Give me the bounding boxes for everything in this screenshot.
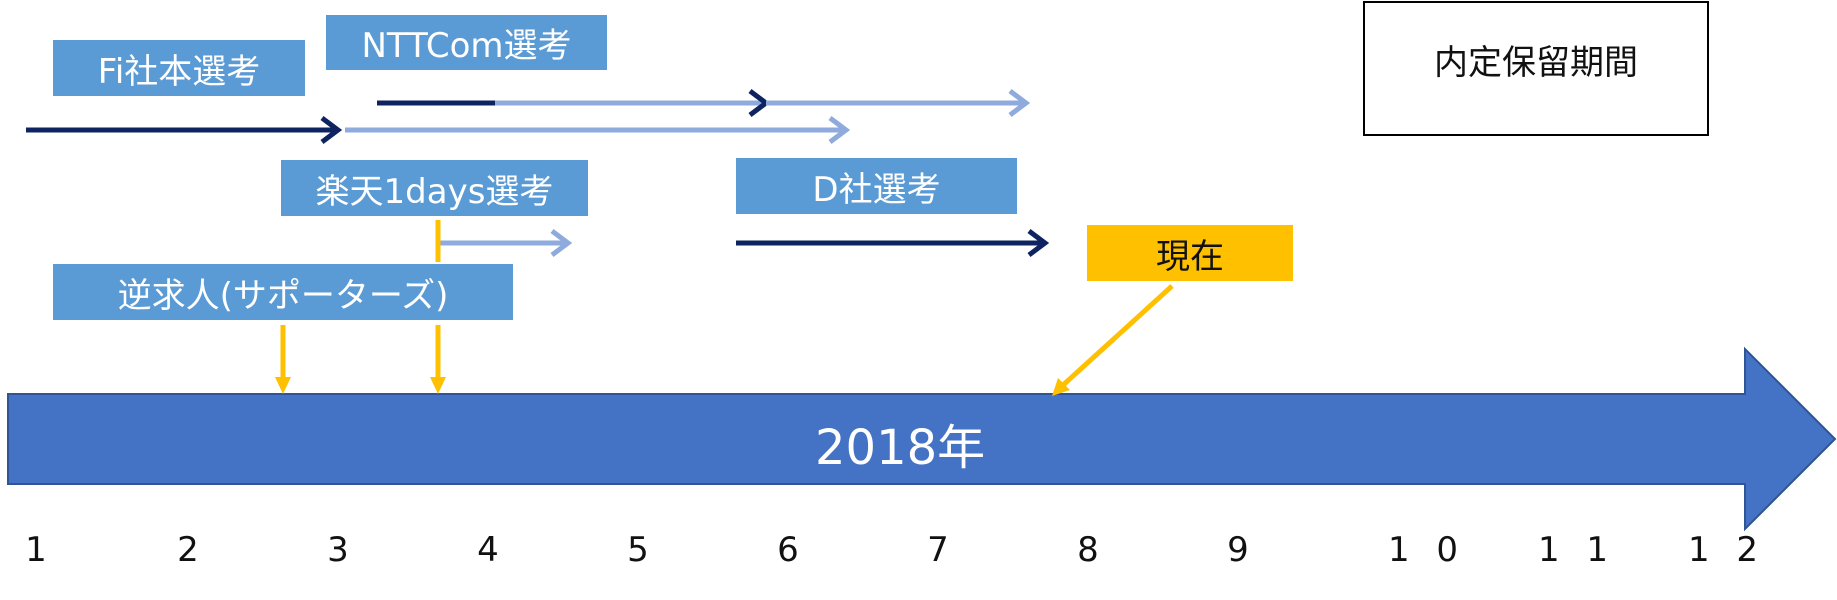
rakuten-box: 楽天1days選考 (281, 160, 588, 216)
legend-box: 内定保留期間 (1363, 1, 1709, 136)
month-label-3: 3 (327, 530, 357, 570)
dsha-selection-arrow (736, 229, 1050, 257)
gyaku-marker (275, 325, 291, 394)
month-label-7: 7 (927, 530, 957, 570)
nttcom-label: NTTCom選考 (361, 26, 572, 66)
rakuten-hold-arrow (438, 229, 573, 257)
month-label-10: 1 0 (1387, 530, 1467, 570)
gyaku-label: 逆求人(サポーターズ) (117, 275, 449, 316)
dsha-box: D社選考 (736, 158, 1017, 214)
genzai-box: 現在 (1087, 225, 1293, 281)
gyaku-box: 逆求人(サポーターズ) (53, 264, 513, 320)
month-label-8: 8 (1077, 530, 1107, 570)
month-label-5: 5 (627, 530, 657, 570)
month-label-4: 4 (477, 530, 507, 570)
month-label-2: 2 (177, 530, 207, 570)
rakuten-label: 楽天1days選考 (315, 171, 554, 212)
legend-label: 内定保留期間 (1434, 43, 1638, 83)
month-label-9: 9 (1227, 530, 1257, 570)
rakuten-marker (430, 220, 446, 394)
month-label-11: 1 1 (1537, 530, 1617, 570)
month-label-6: 6 (777, 530, 807, 570)
fi-label: Fi社本選考 (97, 51, 261, 92)
nttcom-hold-arrow (766, 89, 1031, 117)
timeline-arrow (7, 346, 1837, 532)
genzai-marker (1052, 284, 1174, 396)
dsha-label: D社選考 (812, 169, 941, 210)
month-label-12: 1 2 (1687, 530, 1767, 570)
month-label-1: 1 (25, 530, 55, 570)
fi-hold-arrow (345, 116, 851, 144)
fi-box: Fi社本選考 (53, 40, 305, 96)
nttcom-box: NTTCom選考 (326, 15, 607, 70)
year-label: 2018年 (815, 420, 986, 476)
genzai-label: 現在 (1156, 236, 1224, 277)
fi-selection-arrow (26, 116, 343, 144)
